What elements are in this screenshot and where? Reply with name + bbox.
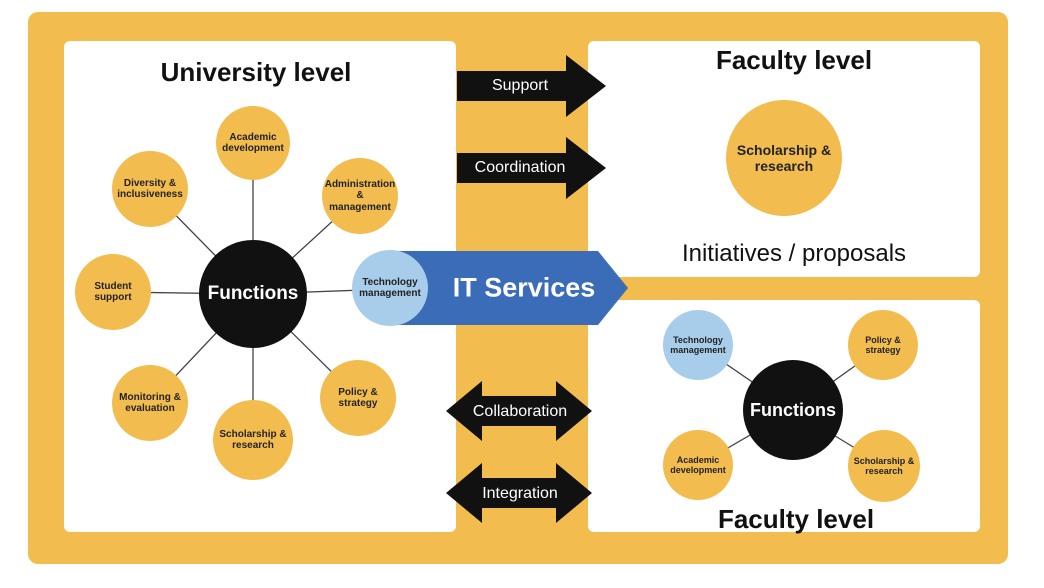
integration-label: Integration [482, 485, 558, 502]
university-functions-hub: Functions [199, 240, 307, 348]
it-services-label: IT Services [452, 272, 596, 303]
it-services-arrow [390, 251, 628, 325]
faculty-scholarship-research-small-node: Scholarship & research [848, 430, 920, 502]
monitoring-evaluation-node: Monitoring & evaluation [112, 365, 188, 441]
scholarship-research-node: Scholarship & research [213, 400, 293, 480]
faculty-top-title: Faculty level [715, 45, 873, 75]
academic-development-node: Academic development [216, 106, 290, 180]
faculty-scholarship-research-node: Scholarship & research [726, 100, 842, 216]
initiatives-proposals-label: Initiatives / proposals [681, 240, 907, 267]
faculty-academic-development-node: Academic development [663, 430, 733, 500]
support-label: Support [491, 77, 549, 94]
faculty-technology-management-node: Technology management [663, 310, 733, 380]
collaboration-label: Collaboration [472, 403, 568, 420]
university-title: University level [160, 57, 352, 87]
collaboration-arrow [446, 381, 592, 441]
diversity-inclusiveness-node: Diversity & inclusiveness [112, 151, 188, 227]
support-arrow [457, 55, 606, 117]
policy-strategy-node: Policy & strategy [320, 360, 396, 436]
student-support-node: Student support [75, 254, 151, 330]
faculty-bottom-title: Faculty level [717, 504, 875, 534]
administration-management-node: Administration & management [322, 158, 398, 234]
integration-arrow [446, 463, 592, 523]
technology-management-node: Technology management [352, 250, 428, 326]
coordination-label: Coordination [474, 159, 566, 176]
faculty-functions-hub: Functions [743, 360, 843, 460]
faculty-policy-strategy-node: Policy & strategy [848, 310, 918, 380]
coordination-arrow [457, 137, 606, 199]
